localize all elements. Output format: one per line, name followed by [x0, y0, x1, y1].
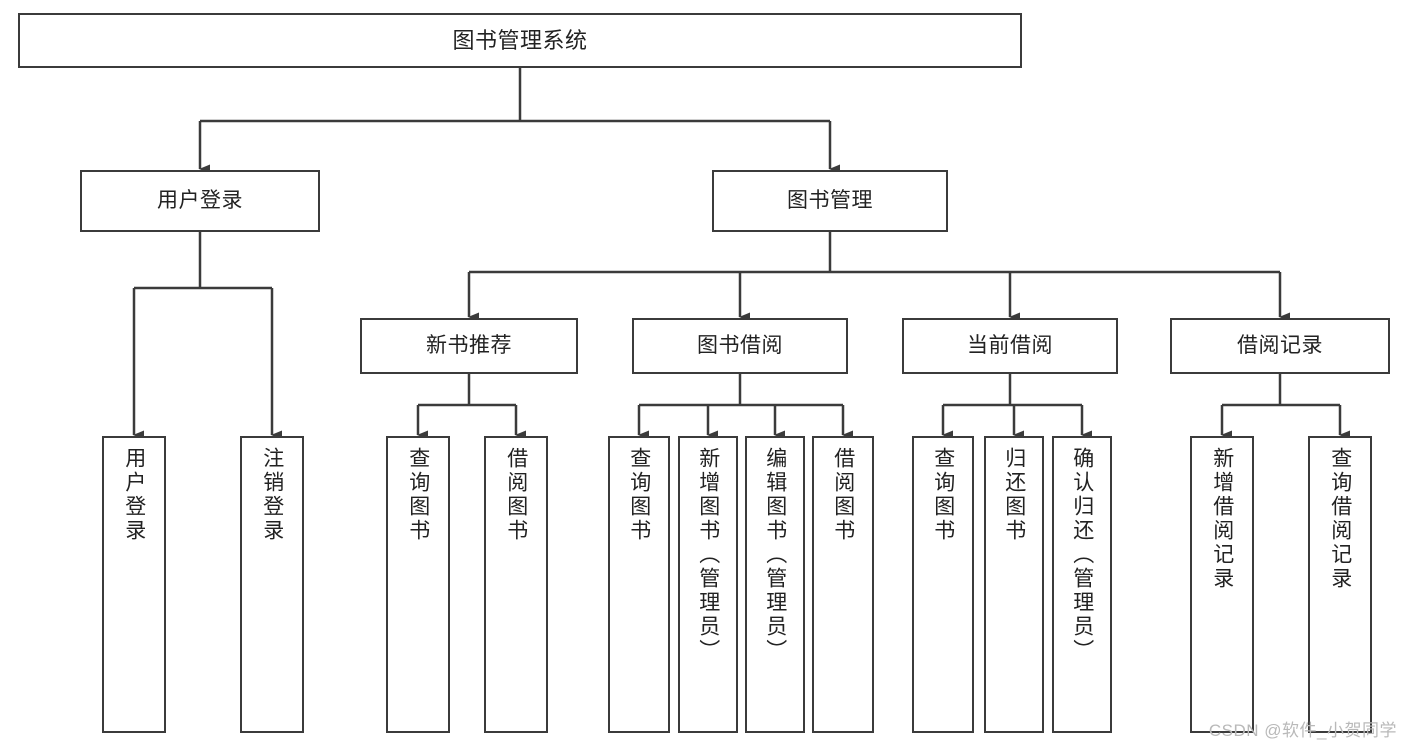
watermark-text: CSDN @软件_小贺同学	[1208, 721, 1397, 740]
node-leaf-rec-query[interactable]: 查询借阅记录	[1308, 436, 1372, 733]
node-root[interactable]: 图书管理系统	[18, 13, 1022, 68]
node-label: 当前借阅	[967, 333, 1053, 357]
node-leaf-bw-edit[interactable]: 编辑图书（管理员）	[745, 436, 805, 733]
node-label: 查询借阅记录	[1328, 447, 1352, 591]
node-label: 借阅记录	[1237, 333, 1323, 357]
node-label: 借阅图书	[831, 447, 855, 543]
node-bookmgmt[interactable]: 图书管理	[712, 170, 948, 232]
node-label: 图书管理	[787, 188, 873, 212]
node-leaf-nb-borrow[interactable]: 借阅图书	[484, 436, 548, 733]
node-label: 归还图书	[1002, 447, 1026, 543]
node-label: 图书管理系统	[452, 27, 588, 53]
node-leaf-rec-add[interactable]: 新增借阅记录	[1190, 436, 1254, 733]
node-label: 借阅图书	[504, 447, 528, 543]
node-records[interactable]: 借阅记录	[1170, 318, 1390, 374]
node-leaf-bw-borrow[interactable]: 借阅图书	[812, 436, 874, 733]
node-label: 新增图书（管理员）	[696, 447, 720, 663]
node-label: 编辑图书（管理员）	[763, 447, 787, 663]
node-label: 用户登录	[122, 447, 146, 543]
node-label: 用户登录	[157, 188, 243, 212]
node-borrow[interactable]: 图书借阅	[632, 318, 848, 374]
node-label: 新增借阅记录	[1210, 447, 1234, 591]
node-label: 查询图书	[931, 447, 955, 543]
node-leaf-user-logout[interactable]: 注销登录	[240, 436, 304, 733]
node-leaf-cur-confirm[interactable]: 确认归还（管理员）	[1052, 436, 1112, 733]
node-label: 图书借阅	[697, 333, 783, 357]
node-leaf-nb-query[interactable]: 查询图书	[386, 436, 450, 733]
node-leaf-cur-query[interactable]: 查询图书	[912, 436, 974, 733]
node-login[interactable]: 用户登录	[80, 170, 320, 232]
node-leaf-bw-query[interactable]: 查询图书	[608, 436, 670, 733]
node-leaf-bw-add[interactable]: 新增图书（管理员）	[678, 436, 738, 733]
node-current[interactable]: 当前借阅	[902, 318, 1118, 374]
node-label: 查询图书	[627, 447, 651, 543]
node-label: 确认归还（管理员）	[1070, 447, 1094, 663]
node-label: 注销登录	[260, 447, 284, 543]
node-label: 查询图书	[406, 447, 430, 543]
node-newbook[interactable]: 新书推荐	[360, 318, 578, 374]
node-leaf-cur-return[interactable]: 归还图书	[984, 436, 1044, 733]
node-label: 新书推荐	[426, 333, 512, 357]
edge-group	[132, 68, 1350, 440]
node-leaf-user-login[interactable]: 用户登录	[102, 436, 166, 733]
